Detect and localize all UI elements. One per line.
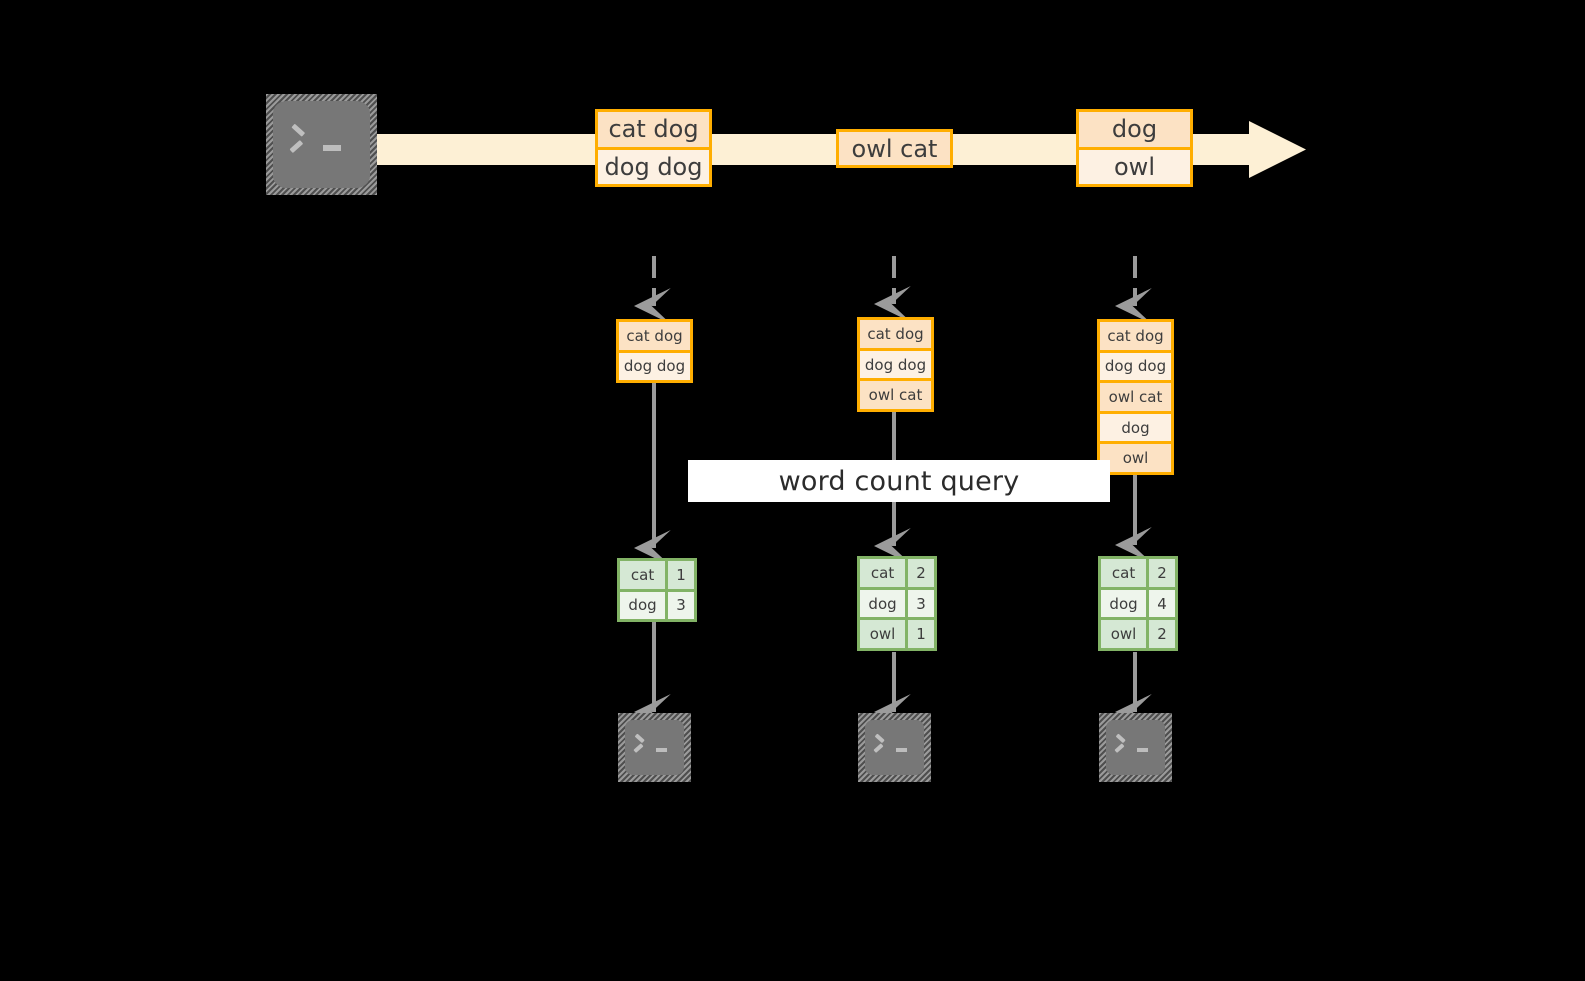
- prompt-cursor-icon: [323, 144, 341, 151]
- result-word: dog: [1101, 589, 1147, 618]
- result-count: 1: [665, 561, 694, 589]
- prompt-cursor-icon: [655, 747, 668, 752]
- result-count: 4: [1146, 589, 1175, 618]
- prompt-cursor-icon: [1136, 747, 1149, 752]
- result-table-1[interactable]: cat 1 dog 3: [617, 558, 697, 622]
- result-word: dog: [620, 591, 666, 619]
- stack-line: dog dog: [1100, 349, 1171, 381]
- result-count: 2: [1146, 620, 1175, 649]
- accumulated-stack-3[interactable]: cat dog dog dog owl cat dog owl: [1097, 319, 1174, 475]
- consumer-terminal-icon-1[interactable]: [618, 713, 691, 782]
- consumer-terminal-icon-2[interactable]: [858, 713, 931, 782]
- stack-line: cat dog: [626, 326, 683, 345]
- result-table-3[interactable]: cat 2 dog 4 owl 2: [1098, 556, 1178, 651]
- message-line: owl: [1079, 146, 1190, 184]
- prompt-chevron-icon: [872, 731, 891, 754]
- table-row: dog 3: [860, 586, 934, 618]
- result-table-2[interactable]: cat 2 dog 3 owl 1: [857, 556, 937, 651]
- prompt-cursor-icon: [895, 747, 908, 752]
- table-row: dog 4: [1101, 586, 1175, 618]
- result-word: cat: [870, 563, 895, 582]
- table-row: cat 2: [860, 559, 934, 587]
- prompt-chevron-icon: [289, 120, 316, 155]
- message-line: dog: [1111, 115, 1158, 144]
- consumer-terminal-icon-3[interactable]: [1099, 713, 1172, 782]
- stack-line: cat dog: [867, 324, 924, 343]
- result-count: 1: [905, 620, 934, 649]
- producer-terminal-icon[interactable]: [266, 94, 377, 195]
- table-row: cat 1: [620, 561, 694, 589]
- accumulated-stack-1[interactable]: cat dog dog dog: [616, 319, 693, 383]
- terminal-screen: [625, 720, 684, 775]
- query-label: word count query: [778, 465, 1020, 497]
- query-label-band: word count query: [688, 460, 1110, 502]
- message-line: cat dog: [608, 115, 699, 144]
- stream-message-1[interactable]: cat dog dog dog: [595, 109, 712, 187]
- terminal-screen: [865, 720, 924, 775]
- terminal-screen: [1106, 720, 1165, 775]
- stack-line: dog dog: [619, 349, 690, 380]
- stack-line: owl cat: [860, 378, 931, 409]
- stream-message-3[interactable]: dog owl: [1076, 109, 1193, 187]
- stack-line: owl cat: [1100, 380, 1171, 411]
- result-count: 2: [905, 559, 934, 587]
- result-word: owl: [1110, 625, 1137, 644]
- prompt-chevron-icon: [632, 731, 651, 754]
- result-count: 2: [1146, 559, 1175, 587]
- result-word: dog: [860, 589, 906, 618]
- terminal-screen: [273, 101, 370, 188]
- result-word: owl: [869, 625, 896, 644]
- prompt-chevron-icon: [1113, 731, 1132, 754]
- stack-line: owl: [1100, 441, 1171, 472]
- table-row: owl 1: [860, 617, 934, 649]
- table-row: cat 2: [1101, 559, 1175, 587]
- stack-line: cat dog: [1107, 326, 1164, 345]
- stream-message-2[interactable]: owl cat: [836, 129, 953, 168]
- message-line: dog dog: [598, 146, 709, 184]
- table-row: dog 3: [620, 588, 694, 619]
- result-count: 3: [665, 591, 694, 619]
- result-word: cat: [1111, 563, 1136, 582]
- table-row: owl 2: [1101, 617, 1175, 649]
- stack-line: dog dog: [860, 347, 931, 379]
- accumulated-stack-2[interactable]: cat dog dog dog owl cat: [857, 317, 934, 412]
- result-count: 3: [905, 589, 934, 618]
- message-line: owl cat: [851, 134, 938, 163]
- result-word: cat: [630, 565, 655, 584]
- stack-line: dog: [1100, 410, 1171, 442]
